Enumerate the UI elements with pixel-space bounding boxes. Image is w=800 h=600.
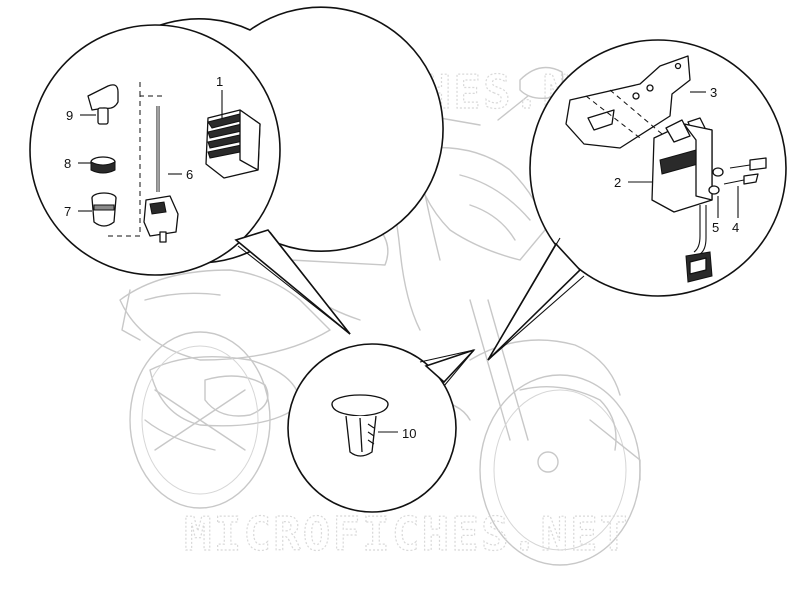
callout-3: 3	[710, 85, 717, 100]
part-1-voltage-regulator	[205, 109, 261, 179]
callout-6: 6	[186, 167, 193, 182]
callout-5: 5	[712, 220, 719, 235]
callout-1: 1	[216, 74, 223, 89]
part-10-push-rivet	[331, 394, 389, 457]
part-2-control-unit	[651, 117, 713, 213]
part-4-screws	[723, 157, 767, 185]
part-7-cap-body	[91, 192, 117, 227]
watermark-bottom: MICROFICHES.NET	[184, 507, 629, 561]
part-8-grommet	[90, 156, 116, 174]
left-inset: 9 8 7 6	[29, 6, 444, 335]
ecu-connector	[685, 205, 713, 283]
part-9-spark-plug-cap	[87, 84, 119, 125]
callout-2: 2	[614, 175, 621, 190]
callout-7: 7	[64, 204, 71, 219]
right-inset: 3 2 4	[487, 39, 787, 361]
group-bracket	[108, 82, 162, 237]
callout-10: 10	[402, 426, 416, 441]
callout-9: 9	[66, 108, 73, 123]
callout-8: 8	[64, 156, 71, 171]
callout-4: 4	[732, 220, 739, 235]
part-5-washers	[708, 167, 724, 195]
part-3-mounting-bracket	[565, 55, 691, 149]
part-6-ignition-coil	[143, 106, 179, 243]
bottom-inset: 10	[287, 343, 476, 513]
